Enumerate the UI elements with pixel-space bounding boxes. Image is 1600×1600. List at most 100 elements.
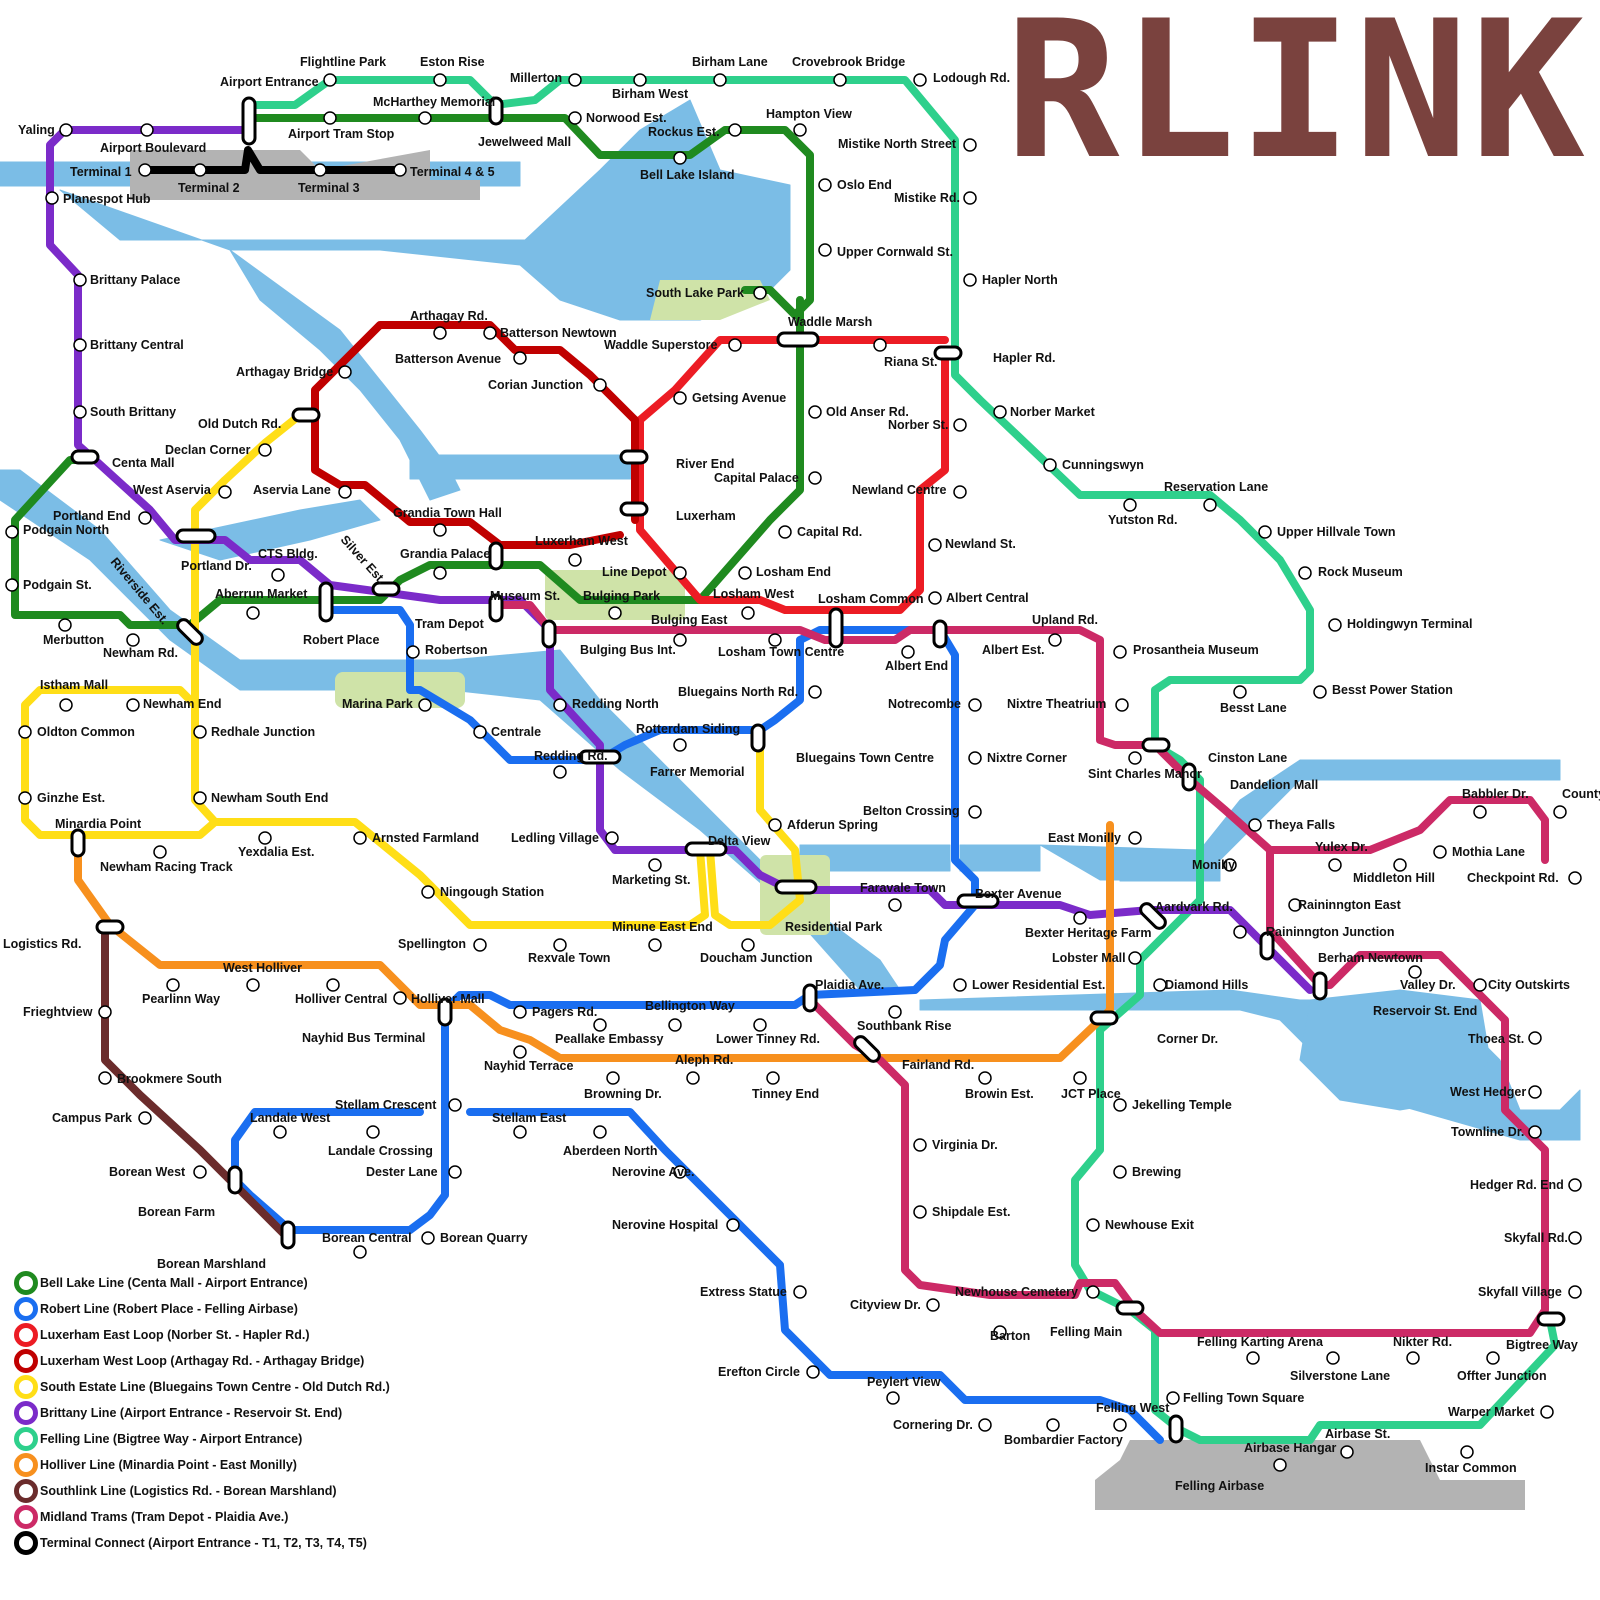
legend-label: Felling Line (Bigtree Way - Airport Entr… — [40, 1432, 302, 1446]
station-label: Upper Cornwald St. — [837, 245, 953, 259]
station-label: Redhale Junction — [211, 725, 315, 739]
station-label: Aberdeen North — [563, 1144, 657, 1158]
legend-label: Robert Line (Robert Place - Felling Airb… — [40, 1302, 298, 1316]
station-label: Countyside — [1562, 787, 1600, 801]
station-label: Cinston Lane — [1208, 751, 1287, 765]
station-label: Lobster Mall — [1052, 951, 1126, 965]
station-label: Riana St. — [884, 355, 938, 369]
station-label: Virginia Dr. — [932, 1138, 998, 1152]
station-label: Upland Rd. — [1032, 613, 1098, 627]
station-label: Birham Lane — [692, 55, 768, 69]
legend-item: Brittany Line (Airport Entrance - Reserv… — [14, 1400, 390, 1426]
station-label: Belton Crossing — [863, 804, 960, 818]
robert-line-south — [470, 1112, 1160, 1440]
legend-label: Midland Trams (Tram Depot - Plaidia Ave.… — [40, 1510, 288, 1524]
station-label: Babbler Dr. — [1462, 787, 1529, 801]
station-label: McHarthey Memorial — [373, 95, 495, 109]
station-label: Podgain St. — [23, 578, 92, 592]
station-label: Bluegains North Rd. — [678, 685, 798, 699]
line-swatch-icon — [14, 1427, 38, 1451]
station-label: Bulging East — [651, 613, 728, 627]
legend-label: Brittany Line (Airport Entrance - Reserv… — [40, 1406, 342, 1420]
station-label: Airbase St. — [1325, 1427, 1390, 1441]
station-label: Cornering Dr. — [893, 1418, 973, 1432]
station-label: Tinney End — [752, 1087, 819, 1101]
legend-item: Luxerham East Loop (Norber St. - Hapler … — [14, 1322, 390, 1348]
station-label: Crovebrook Bridge — [792, 55, 905, 69]
station-label: Centa Mall — [112, 456, 175, 470]
station-label: Dester Lane — [366, 1165, 438, 1179]
station-label: Albert Central — [946, 591, 1029, 605]
station-label: Losham End — [756, 565, 831, 579]
station-label: Rotterdam Siding — [636, 722, 740, 736]
station-label: Batterson Newtown — [500, 326, 617, 340]
station-label: Felling Karting Arena — [1197, 1335, 1324, 1349]
station-label: Afderun Spring — [787, 818, 878, 832]
station-label: Corian Junction — [488, 378, 583, 392]
station-label: Nerovine Ave. — [612, 1165, 694, 1179]
station-label: Pearlinn Way — [142, 992, 220, 1006]
station-label: Redding North — [572, 697, 659, 711]
station-label: Oslo End — [837, 178, 892, 192]
station-label: Museum St. — [490, 589, 560, 603]
map-legend: Bell Lake Line (Centa Mall - Airport Ent… — [14, 1270, 390, 1556]
station-label: Felling West — [1096, 1401, 1170, 1415]
station-label: Newland St. — [945, 537, 1016, 551]
station-label: Newham Rd. — [103, 646, 178, 660]
station-label: Borean Farm — [138, 1205, 215, 1219]
station-label: Valley Dr. — [1400, 978, 1456, 992]
station-label: Arnsted Farmland — [372, 831, 479, 845]
legend-item: Luxerham West Loop (Arthagay Rd. - Artha… — [14, 1348, 390, 1374]
station-label: Bulging Bus Int. — [580, 643, 676, 657]
station-label: Millerton — [510, 71, 562, 85]
station-label: Waddle Marsh — [788, 315, 872, 329]
station-label: Albert End — [885, 659, 948, 673]
station-label: Flightline Park — [300, 55, 386, 69]
station-label: Nixtre Corner — [987, 751, 1067, 765]
station-label: Minune East End — [612, 920, 713, 934]
station-label: Frieghtview — [23, 1005, 93, 1019]
station-label: Reservation Lane — [1164, 480, 1268, 494]
legend-label: Luxerham East Loop (Norber St. - Hapler … — [40, 1328, 309, 1342]
station-label: Holliver Central — [295, 992, 387, 1006]
station-label: Skyfall Village — [1478, 1285, 1562, 1299]
station-label: Lower Tinney Rd. — [716, 1032, 820, 1046]
station-label: Reservoir St. End — [1373, 1004, 1477, 1018]
station-label: Felling Town Square — [1183, 1391, 1304, 1405]
legend-label: Luxerham West Loop (Arthagay Rd. - Artha… — [40, 1354, 364, 1368]
station-label: Marketing St. — [612, 873, 691, 887]
station-label: Nixtre Theatrium — [1007, 697, 1106, 711]
station-label: Redding Rd. — [534, 749, 608, 763]
station-label: Cityview Dr. — [850, 1298, 921, 1312]
station-label: Norber St. — [888, 418, 948, 432]
line-swatch-icon — [14, 1401, 38, 1425]
station-label: Pagers Rd. — [532, 1005, 597, 1019]
station-label: Borean Marshland — [157, 1257, 266, 1271]
station-label: Extress Statue — [700, 1285, 787, 1299]
station-label: Capital Palace — [714, 471, 799, 485]
line-swatch-icon — [14, 1297, 38, 1321]
station-label: Bombardier Factory — [1004, 1433, 1123, 1447]
station-label: Airbase Hangar — [1244, 1441, 1337, 1455]
legend-label: Holliver Line (Minardia Point - East Mon… — [40, 1458, 297, 1472]
station-label: Borean West — [109, 1165, 186, 1179]
station-label: Terminal 4 & 5 — [410, 165, 495, 179]
station-label: West Aservia — [133, 483, 212, 497]
station-label: Rock Museum — [1318, 565, 1403, 579]
legend-item: Southlink Line (Logistics Rd. - Borean M… — [14, 1478, 390, 1504]
station-label: Yulex Dr. — [1315, 840, 1368, 854]
station-label: Norwood Est. — [586, 111, 667, 125]
station-label: Warper Market — [1448, 1405, 1535, 1419]
station-label: Shipdale Est. — [932, 1205, 1011, 1219]
legend-item: Holliver Line (Minardia Point - East Mon… — [14, 1452, 390, 1478]
station-label: Yutston Rd. — [1108, 513, 1177, 527]
station-label: Checkpoint Rd. — [1467, 871, 1559, 885]
station-label: Hapler North — [982, 273, 1058, 287]
station-label: Newham End — [143, 697, 222, 711]
station-label: Newland Centre — [852, 483, 947, 497]
station-label: Plaidia Ave. — [815, 978, 884, 992]
station-label: Terminal 3 — [298, 181, 360, 195]
station-label: Old Anser Rd. — [826, 405, 909, 419]
station-label: Oldton Common — [37, 725, 135, 739]
station-label: CTS Bldg. — [258, 547, 318, 561]
